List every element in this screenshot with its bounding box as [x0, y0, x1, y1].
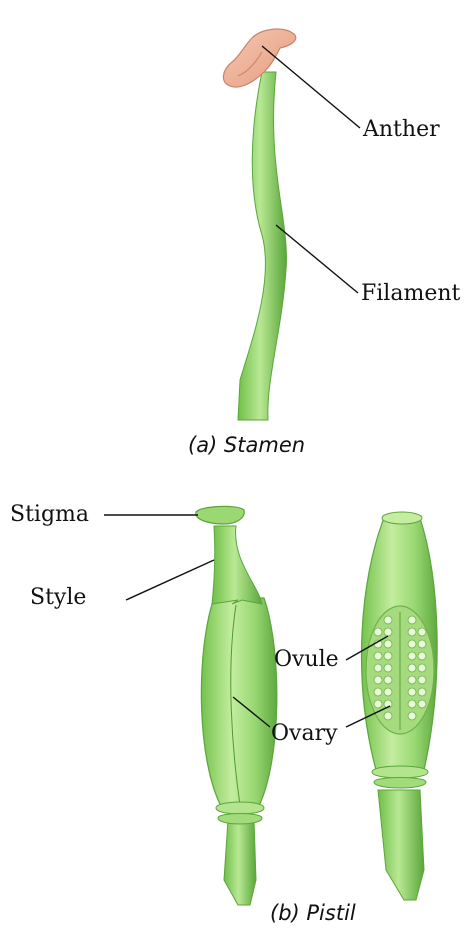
ovule-bead	[384, 712, 392, 720]
ovule-bead	[418, 628, 426, 636]
section-top	[382, 512, 422, 524]
pistil-stalk	[224, 820, 256, 905]
ovule-bead	[384, 664, 392, 672]
ovule-bead	[408, 688, 416, 696]
pistil-external-figure	[196, 506, 277, 905]
filament-shape	[238, 72, 286, 420]
ovule-bead	[418, 700, 426, 708]
ovule-bead	[408, 652, 416, 660]
ovule-bead	[418, 664, 426, 672]
filament-leader	[276, 225, 358, 293]
ovule-label: Ovule	[274, 647, 339, 672]
ovule-bead	[384, 640, 392, 648]
style-leader	[126, 560, 214, 600]
ovule-bead	[408, 628, 416, 636]
ovule-bead	[408, 676, 416, 684]
ovule-bead	[408, 616, 416, 624]
collar-ring-1	[216, 802, 264, 814]
stamen-figure: Anther Filament (a) Stamen	[188, 29, 461, 457]
ovule-bead	[374, 664, 382, 672]
ovule-bead	[374, 628, 382, 636]
ovule-bead	[384, 652, 392, 660]
ovule-bead	[384, 676, 392, 684]
collar-ring-2	[218, 814, 262, 825]
ovule-bead	[374, 700, 382, 708]
section-collar-2	[374, 778, 426, 789]
stigma-shape	[196, 506, 244, 524]
pistil-section-figure	[362, 512, 438, 900]
anther-shape	[223, 29, 295, 87]
ovule-bead	[418, 640, 426, 648]
ovule-bead	[374, 676, 382, 684]
stigma-label: Stigma	[10, 502, 89, 527]
anther-leader	[262, 46, 360, 128]
filament-label: Filament	[361, 281, 461, 306]
ovary-shape-external	[201, 598, 276, 808]
ovule-bead	[384, 688, 392, 696]
ovule-bead	[384, 628, 392, 636]
ovule-bead	[374, 688, 382, 696]
section-collar-1	[372, 766, 428, 778]
ovule-bead	[408, 700, 416, 708]
ovule-bead	[408, 712, 416, 720]
ovule-bead	[418, 688, 426, 696]
pistil-caption: (b) Pistil	[270, 901, 356, 925]
stamen-caption: (a) Stamen	[188, 433, 305, 457]
section-stalk	[378, 790, 424, 900]
ovary-label: Ovary	[271, 721, 338, 746]
anther-label: Anther	[362, 117, 440, 142]
ovule-bead	[408, 664, 416, 672]
ovule-bead	[418, 652, 426, 660]
ovule-bead	[374, 652, 382, 660]
ovule-bead	[418, 676, 426, 684]
ovule-bead	[408, 640, 416, 648]
style-shape	[212, 526, 262, 604]
style-label: Style	[30, 585, 86, 610]
ovule-bead	[384, 616, 392, 624]
